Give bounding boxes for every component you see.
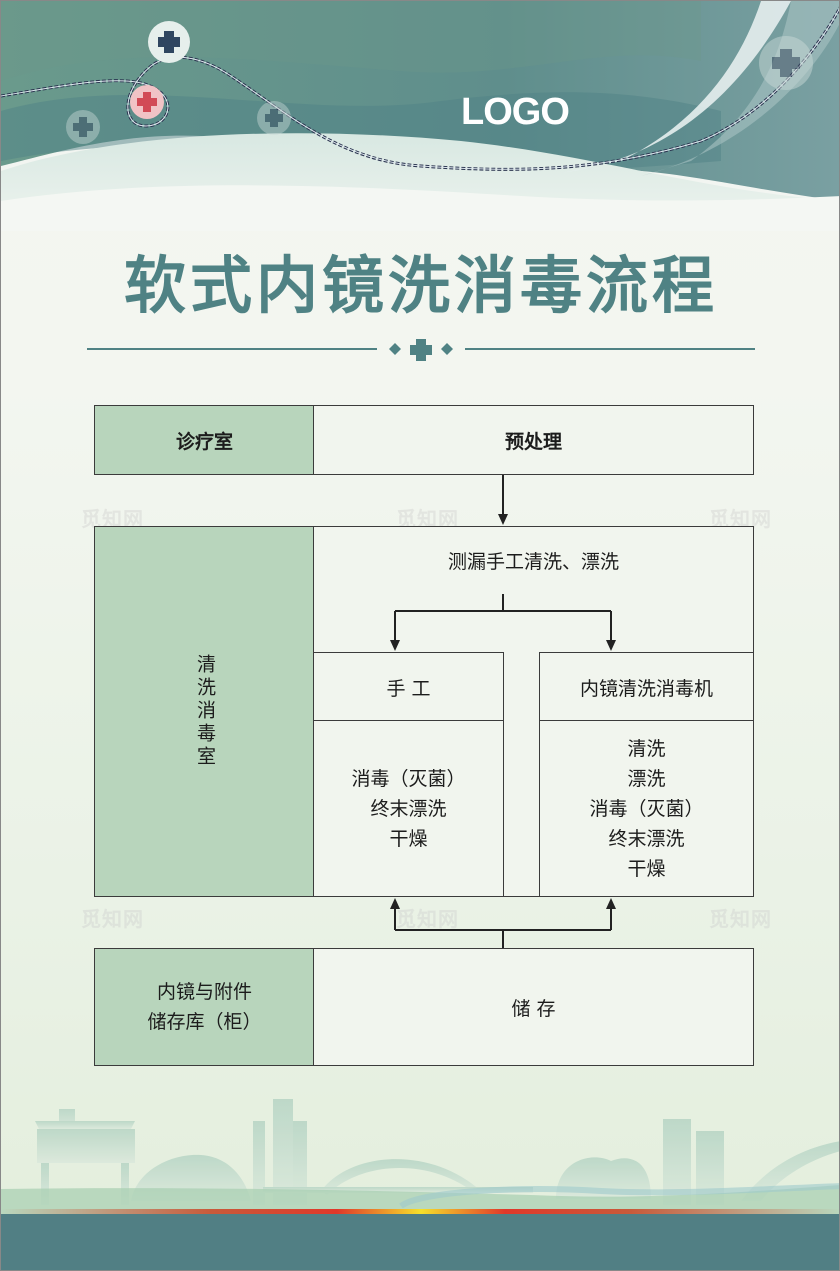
machine-steps-text: 清洗 漂洗 消毒（灭菌） 终末漂洗 干燥: [589, 737, 704, 880]
watermark: 觅知网: [396, 907, 459, 931]
diamond-cross-ornament-icon: [389, 339, 453, 361]
watermark: 觅知网: [709, 907, 772, 931]
branch-machine-title: 内镜清洗消毒机: [539, 652, 754, 722]
step-pretreatment: 预处理: [313, 405, 754, 475]
branch-machine-steps: 清洗 漂洗 消毒（灭菌） 终末漂洗 干燥: [539, 720, 754, 897]
cross-icon-red: [130, 85, 164, 119]
room-cleaning-disinfection: 清洗消毒室: [94, 526, 315, 897]
manual-steps-text: 消毒（灭菌） 终末漂洗 干燥: [351, 767, 466, 850]
header-wave-graphic: [1, 1, 839, 231]
city-skyline-graphic: [1, 1099, 839, 1216]
step-storage: 储 存: [313, 948, 754, 1066]
cross-icon-top: [148, 21, 190, 63]
footer-band: [1, 1214, 839, 1270]
cross-icon-faded-left: [66, 110, 100, 144]
header-banner: LOGO: [1, 1, 839, 231]
arrow-up-icon: [606, 898, 616, 909]
step-leak-test-manual-wash: 测漏手工清洗、漂洗: [313, 526, 754, 594]
cross-icon-faded-right: [759, 36, 813, 90]
divider-line-left: [87, 348, 377, 350]
divider-line-right: [465, 348, 755, 350]
page-title: 软式内镜洗消毒流程: [123, 249, 718, 322]
room-storage-label: 内镜与附件 储存库（柜）: [147, 981, 262, 1033]
title-divider: [87, 337, 755, 361]
branch-manual-title: 手 工: [313, 652, 504, 722]
room-cleaning-label: 清洗消毒室: [194, 654, 216, 769]
footer-glow-line: [1, 1209, 839, 1215]
cross-icon-faded-mid: [257, 101, 291, 135]
branch-manual-steps: 消毒（灭菌） 终末漂洗 干燥: [313, 720, 504, 897]
logo: LOGO: [461, 91, 570, 133]
room-storage: 内镜与附件 储存库（柜）: [94, 948, 315, 1066]
room-clinic: 诊疗室: [94, 405, 315, 475]
watermark: 觅知网: [81, 907, 144, 931]
arrow-down-icon: [498, 514, 508, 525]
